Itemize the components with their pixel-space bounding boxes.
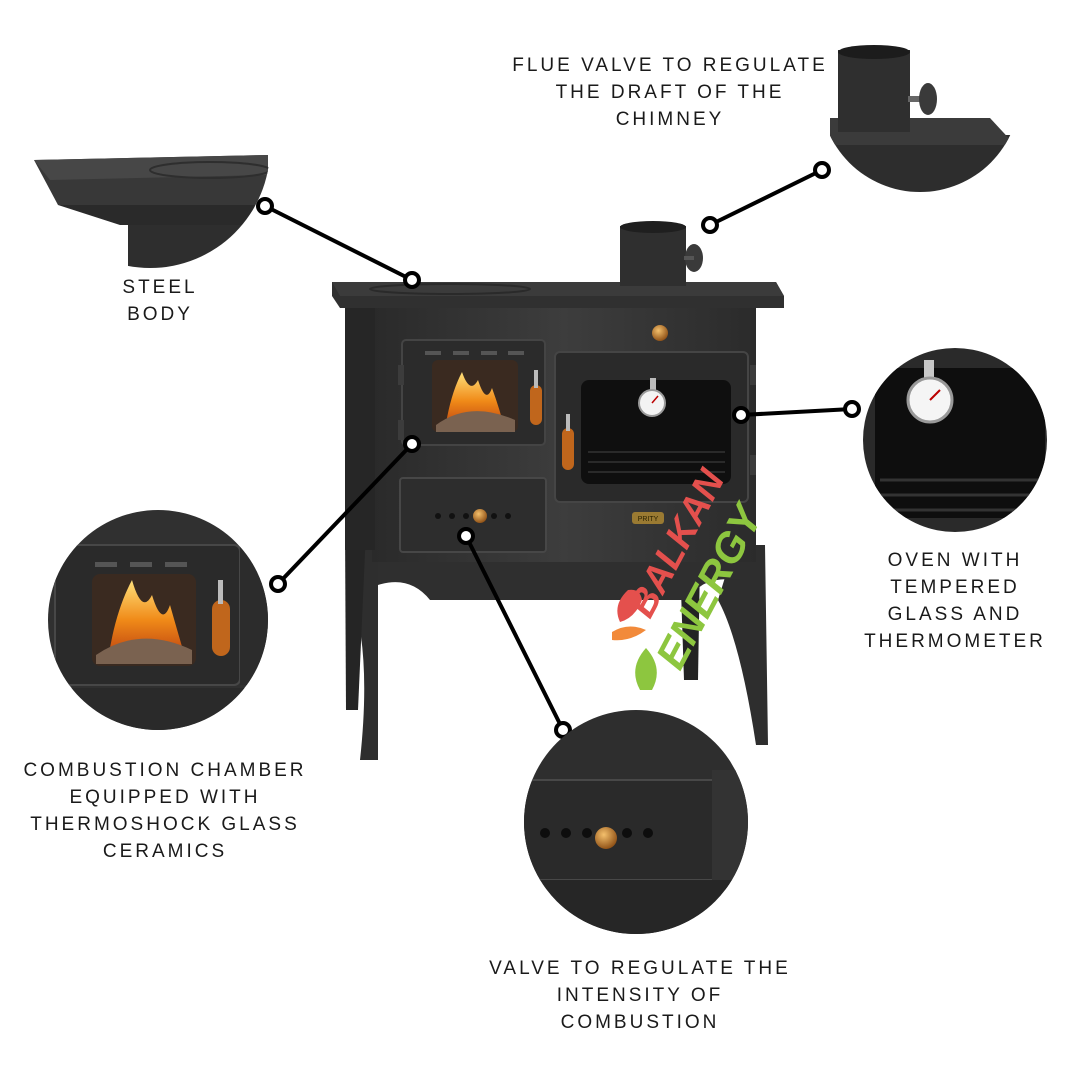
callout-line: COMBUSTION CHAMBER [23, 760, 307, 781]
callout-steel-body: STEEL BODY [70, 274, 250, 328]
detail-oven [863, 348, 1047, 532]
oven-glass [581, 380, 731, 484]
callout-air-valve: VALVE TO REGULATE THE INTENSITY OF COMBU… [470, 955, 810, 1036]
callout-line: EQUIPPED WITH [69, 787, 261, 808]
leader-dot [269, 575, 287, 593]
detail-combustion-chamber [48, 510, 268, 730]
stove-apron [378, 560, 740, 600]
callout-line: COMBUSTION [560, 1012, 720, 1033]
stove-leg-right [718, 545, 768, 745]
leader-dot [403, 435, 421, 453]
callout-line: STEEL [122, 277, 198, 298]
hotplate-ring [369, 283, 531, 295]
callout-line: GLASS AND [887, 604, 1023, 625]
leader-dot [256, 197, 274, 215]
leader-dot [813, 161, 831, 179]
callout-oven: OVEN WITH TEMPERED GLASS AND THERMOMETER [820, 547, 1080, 655]
leader-dot [701, 216, 719, 234]
callout-line: OVEN WITH TEMPERED [887, 550, 1023, 598]
leader-dot [403, 271, 421, 289]
air-valve-knob [473, 509, 487, 523]
detail-air-valve [524, 710, 748, 934]
detail-steel-body [30, 28, 270, 268]
stove-leg-back-left [345, 530, 366, 710]
stove-body-side [345, 300, 375, 550]
callout-line: VALVE TO REGULATE THE [489, 958, 791, 979]
leader-dot [732, 406, 750, 424]
detail-flue-valve [820, 0, 1020, 192]
callout-line: FLUE VALVE TO REGULATE [512, 55, 828, 76]
valve-knob-closeup [595, 827, 617, 849]
callout-line: THERMOSHOCK GLASS [30, 814, 300, 835]
callout-line: CHIMNEY [615, 109, 725, 130]
brand-plate [632, 512, 664, 524]
callout-line: BODY [127, 304, 193, 325]
leader-dot [554, 721, 572, 739]
callout-line: THERMOMETER [864, 631, 1046, 652]
callout-line: THE DRAFT OF THE [555, 82, 785, 103]
top-knob [652, 325, 668, 341]
leader-dot [457, 527, 475, 545]
callout-flue-valve: FLUE VALVE TO REGULATE THE DRAFT OF THE … [500, 52, 840, 133]
callout-combustion-chamber: COMBUSTION CHAMBER EQUIPPED WITH THERMOS… [10, 757, 320, 865]
brand-plate-text: PRITY [638, 516, 659, 523]
flue-pipe [620, 226, 686, 286]
callout-line: INTENSITY OF [556, 985, 724, 1006]
leader-dot [843, 400, 861, 418]
firebox-handle [530, 385, 542, 425]
oven-handle [562, 428, 574, 470]
leader-lines [256, 161, 861, 739]
callout-line: CERAMICS [102, 841, 228, 862]
